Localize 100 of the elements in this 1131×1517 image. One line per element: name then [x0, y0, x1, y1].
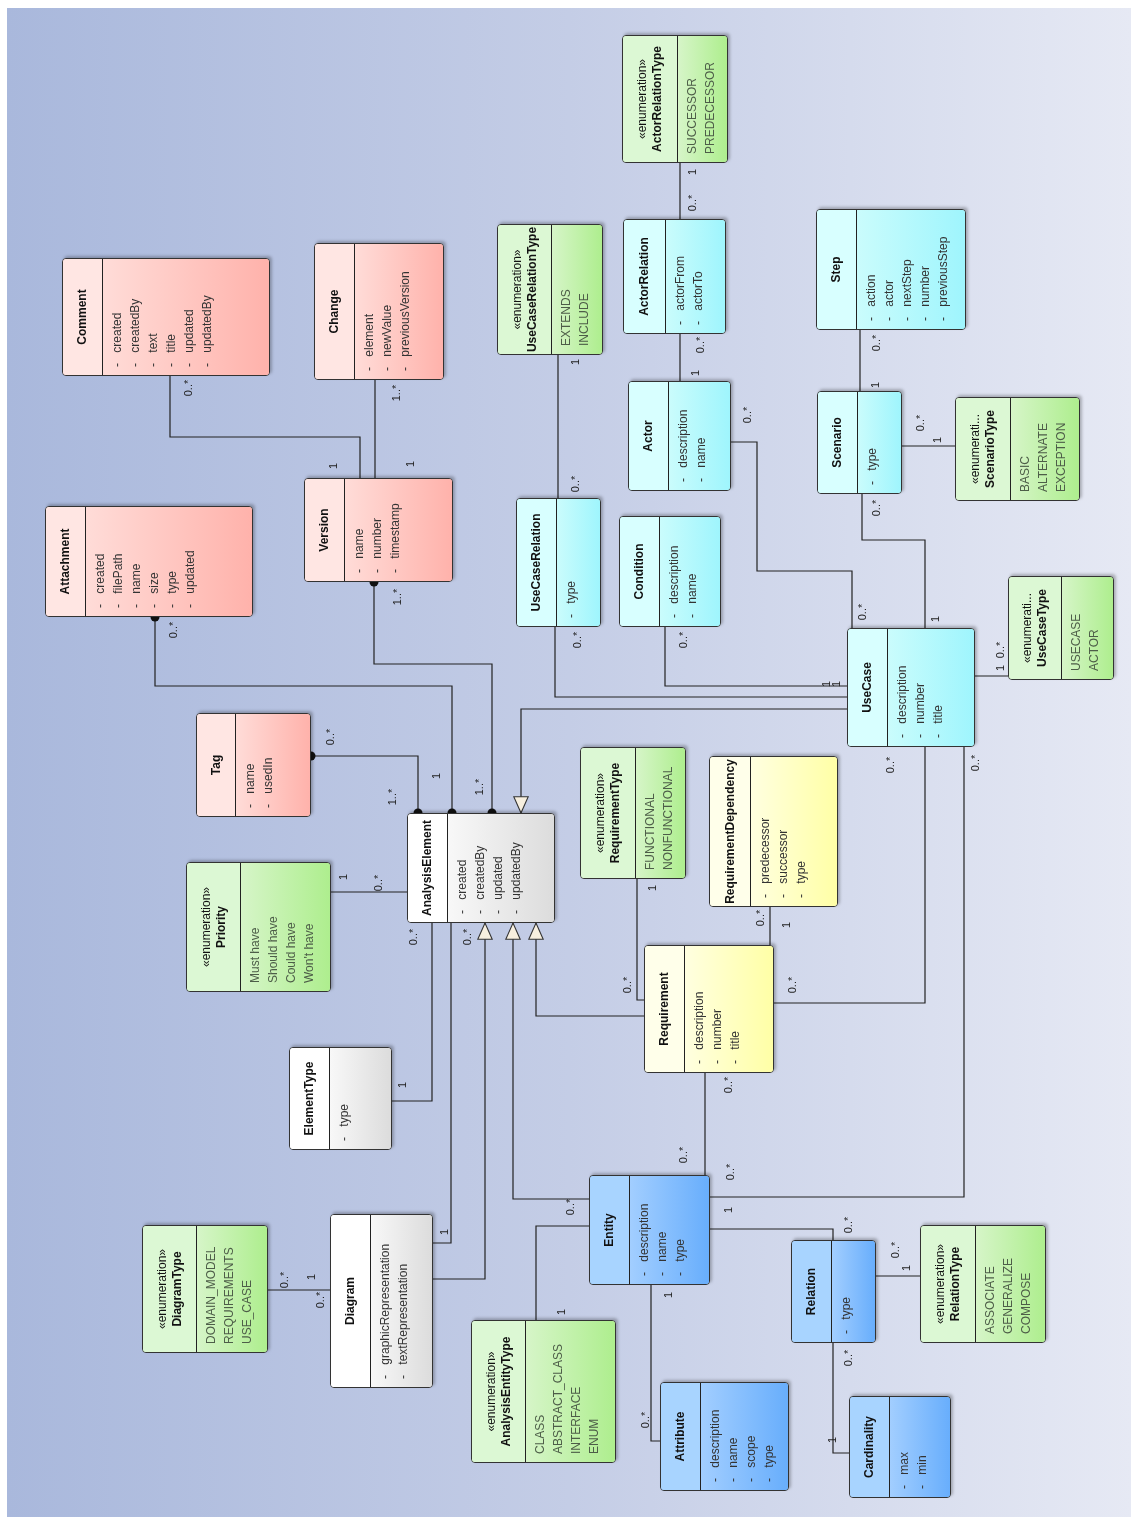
attribute-text: - createdBy: [127, 297, 143, 367]
enum-literal: PREDECESSOR: [702, 60, 718, 154]
attribute-text: - created: [92, 552, 108, 608]
class-box: [847, 628, 975, 747]
class-name: Actor: [641, 420, 656, 452]
generalization-arrow: [505, 922, 590, 1200]
class-box: [816, 209, 966, 330]
class-name: Tag: [208, 754, 224, 776]
association-line: [664, 626, 848, 687]
attribute-text: - max: [896, 1451, 912, 1489]
association-line: [432, 922, 452, 1244]
class-name: Version: [317, 508, 332, 552]
association-line: [535, 1225, 590, 1321]
enum-literal: GENERALIZE: [1000, 1256, 1016, 1334]
association-line: [769, 906, 771, 946]
multiplicity-label: 1: [404, 460, 416, 468]
multiplicity-label: 0..*: [889, 1241, 901, 1259]
multiplicity-label: 1: [646, 884, 658, 892]
association-line: [557, 354, 559, 499]
enum-literal: EXTENDS: [558, 288, 574, 346]
class-name: Diagram: [343, 1277, 358, 1325]
attribute-text: - filePath: [110, 552, 126, 608]
enum-literal: EXCEPTION: [1053, 421, 1069, 492]
attribute-text: - number: [369, 516, 385, 573]
association-line: [704, 1072, 706, 1176]
enum-literal: Won't have: [301, 922, 317, 983]
enum-literal: DOMAIN_MODEL: [203, 1245, 219, 1344]
attribute-text: - description: [675, 408, 691, 482]
attribute-text: - updated: [182, 549, 198, 608]
enum-literal: BASIC: [1017, 455, 1033, 492]
attribute-text: - created: [454, 858, 470, 914]
multiplicity-label: 0..*: [884, 756, 896, 774]
association-line: [330, 891, 408, 893]
multiplicity-label: 0..*: [969, 754, 981, 772]
attribute-text: - updated: [490, 855, 506, 914]
attribute-text: - successor: [775, 828, 791, 898]
association-line: [901, 445, 956, 447]
class-name: AnalysisEntityType: [498, 1336, 514, 1447]
class-box: [407, 813, 555, 923]
class-name: DiagramType: [169, 1251, 185, 1327]
attribute-text: - description: [707, 1408, 723, 1482]
class-box: [791, 1240, 876, 1343]
enum-literal: CLASS: [532, 1413, 548, 1454]
class-box: [62, 258, 270, 376]
class-name: UseCase: [860, 662, 875, 713]
association-line: [861, 493, 926, 629]
multiplicity-label: 0..*: [314, 1291, 326, 1309]
class-name: ActorRelation: [637, 237, 652, 316]
stereotype-label: «enumerati...: [1020, 593, 1035, 664]
class-name: Attribute: [673, 1411, 688, 1462]
multiplicity-label: 1: [929, 615, 941, 623]
stereotype-label: «enumeration»: [593, 772, 608, 854]
association-line: [636, 878, 645, 1001]
class-name: Condition: [632, 543, 647, 600]
stereotype-label: «enumeration»: [509, 249, 525, 330]
attribute-text: - predecessor: [757, 816, 773, 898]
enum-literal: ENUM: [586, 1417, 602, 1454]
association-line: [875, 1275, 921, 1277]
multiplicity-label: 1: [689, 369, 701, 377]
attribute-text: - type: [838, 1296, 854, 1334]
enumeration-box: [622, 35, 728, 163]
class-name: ActorRelationType: [650, 46, 665, 152]
stereotype-label: «enumeration»: [635, 58, 650, 140]
multiplicity-label: 0..*: [677, 1146, 689, 1164]
class-name: ScenarioType: [983, 410, 998, 488]
multiplicity-label: 1: [430, 772, 442, 780]
multiplicity-label: 0..*: [724, 1163, 736, 1181]
stereotype-label: «enumeration»: [483, 1351, 499, 1432]
class-name: UseCaseRelation: [529, 513, 544, 612]
attribute-text: - actorTo: [690, 270, 706, 325]
class-name: Cardinality: [862, 1416, 877, 1478]
attribute-text: - text: [145, 332, 161, 367]
attribute-text: - created: [109, 311, 125, 367]
enum-literal: NONFUNCTIONAL: [660, 765, 676, 870]
class-name: Entity: [602, 1213, 617, 1247]
association-line: [859, 329, 861, 392]
attribute-text: - description: [894, 664, 910, 738]
attribute-text: - actor: [881, 279, 897, 321]
multiplicity-label: 1: [780, 921, 792, 929]
multiplicity-label: 1: [438, 1228, 450, 1236]
class-box: [619, 516, 721, 627]
enum-literal: Could have: [283, 921, 299, 983]
generalization-arrow: [528, 922, 645, 1017]
enum-literal: ALTERNATE: [1035, 422, 1051, 492]
attribute-text: - previousVersion: [397, 270, 413, 371]
multiplicity-label: 0..*: [639, 1411, 651, 1429]
enumeration-box: [142, 1225, 268, 1353]
association-line: [374, 379, 376, 479]
class-name: ElementType: [302, 1061, 317, 1136]
attribute-text: - updatedBy: [199, 294, 215, 367]
attribute-text: - textRepresentation: [395, 1262, 411, 1379]
multiplicity-label: 1..*: [386, 788, 398, 806]
stereotype-label: «enumeration»: [198, 886, 214, 968]
generalization-arrow: [432, 922, 493, 1280]
attribute-text: - newValue: [379, 303, 395, 371]
association-line: [169, 375, 361, 479]
attribute-text: - createdBy: [472, 844, 488, 914]
enumeration-box: [497, 224, 603, 355]
enumeration-box: [471, 1320, 616, 1463]
multiplicity-label: 1: [830, 680, 842, 688]
